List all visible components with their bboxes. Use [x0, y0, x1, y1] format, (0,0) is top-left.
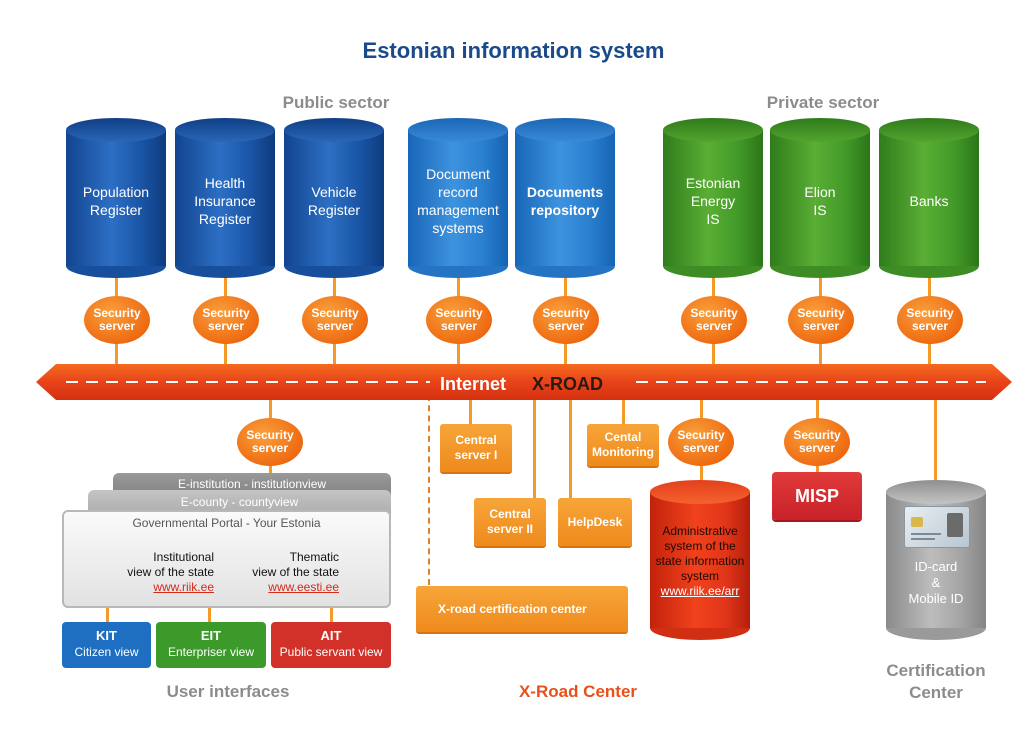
connector	[622, 395, 625, 425]
xroad-label: X-ROAD	[532, 374, 603, 394]
misp-box: MISP	[772, 472, 862, 520]
internet-label: Internet	[440, 374, 507, 394]
xroad-band	[36, 364, 1012, 400]
private-sector-label: Private sector	[766, 93, 880, 112]
connector	[469, 395, 472, 425]
connector	[569, 395, 572, 500]
user-interfaces-label: User interfaces	[166, 682, 290, 701]
governmental-portal-card: Governmental Portal - Your Estonia Insti…	[62, 510, 391, 608]
eesti-link[interactable]: www.eesti.ee	[268, 580, 339, 594]
id-card-icon	[904, 506, 970, 548]
banks: Banks	[879, 118, 979, 278]
riik-link[interactable]: www.riik.ee	[153, 580, 214, 594]
dashed-connector	[428, 395, 430, 585]
connector	[934, 395, 937, 485]
connector	[533, 395, 536, 500]
connector	[330, 606, 333, 622]
id-card-mobile-id: ID-card&Mobile ID	[886, 480, 986, 640]
xroad-certification-center: X-road certification center	[416, 586, 628, 632]
public-sector-label: Public sector	[282, 93, 390, 112]
connector	[106, 606, 109, 622]
connector	[208, 606, 211, 622]
diagram-title: Estonian information system	[362, 38, 665, 63]
helpdesk: HelpDesk	[558, 498, 632, 546]
governmental-portal-title: Governmental Portal - Your Estonia	[132, 516, 321, 530]
xroad-center-label: X-Road Center	[518, 682, 638, 701]
admin-system-link[interactable]: www.riik.ee/arr	[660, 583, 740, 598]
